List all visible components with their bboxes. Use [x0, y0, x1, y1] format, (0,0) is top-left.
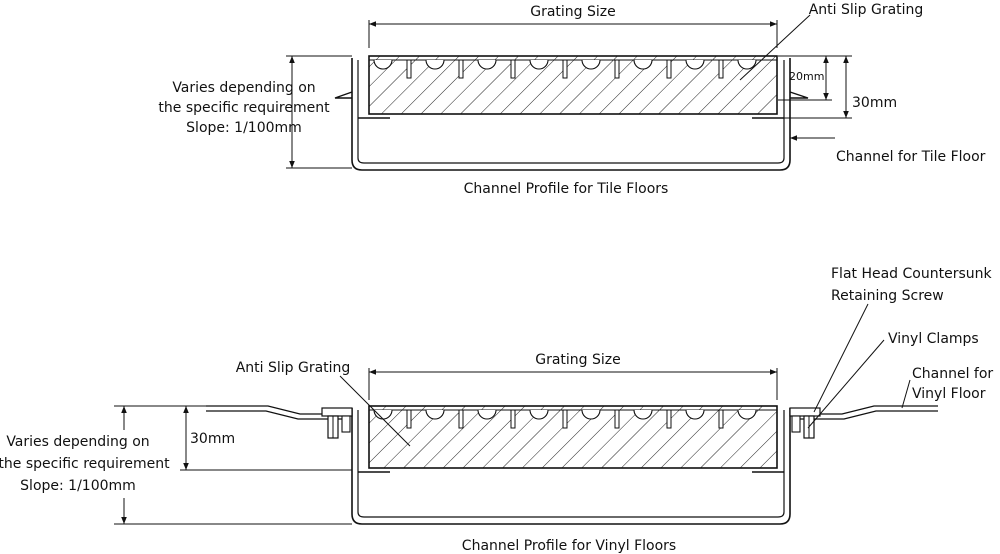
grating-bar — [406, 59, 412, 79]
grating-bar — [718, 409, 724, 429]
grating-bump — [685, 409, 705, 420]
grating-bump — [581, 59, 601, 70]
screw-leader — [813, 303, 869, 413]
screw-label-line1: Flat Head Countersunk — [831, 266, 993, 282]
tile-caption: Channel Profile for Tile Floors — [464, 181, 669, 197]
tile-slope: Slope: 1/100mm — [186, 120, 302, 136]
tile-channel-inner — [357, 60, 785, 164]
right-vinyl-clamp — [789, 407, 821, 439]
grating-bump — [633, 409, 653, 420]
grating-bar — [666, 59, 672, 79]
tile-grating-size-label: Grating Size — [530, 4, 616, 20]
grating-bump — [477, 409, 497, 420]
grating-bump — [685, 59, 705, 70]
grating-bar — [510, 409, 516, 429]
grating-bar — [614, 59, 620, 79]
grating-bar — [718, 59, 724, 79]
vinyl-channel-leader — [901, 379, 911, 409]
vinyl-channel-body — [351, 408, 791, 525]
vinyl-anti-slip-label: Anti Slip Grating — [236, 360, 351, 376]
tile-grating-profile — [373, 59, 757, 79]
vinyl-profile: Grating Size Anti Slip Grating Flat Head… — [0, 266, 993, 554]
tile-20mm-label: 20mm — [789, 70, 824, 83]
left-vinyl-clamp — [321, 407, 353, 439]
clamps-label: Vinyl Clamps — [888, 331, 979, 347]
vinyl-channel-inner — [357, 410, 785, 518]
tile-anti-slip-leader — [739, 14, 811, 81]
vinyl-varies-line1: Varies depending on — [6, 434, 149, 450]
grating-bump — [529, 59, 549, 70]
vinyl-channel-line1: Channel for — [912, 366, 993, 382]
grating-bar — [510, 59, 516, 79]
grating-bump — [477, 59, 497, 70]
tile-profile: Grating Size Anti Slip Grating 20mm 30mm… — [158, 2, 985, 197]
tile-right-lug — [789, 91, 809, 99]
vinyl-caption: Channel Profile for Vinyl Floors — [462, 538, 676, 554]
grating-bump — [425, 59, 445, 70]
grating-bump — [373, 59, 393, 70]
tile-channel-label: Channel for Tile Floor — [836, 149, 986, 165]
clamps-leader — [807, 339, 885, 429]
grating-bar — [458, 409, 464, 429]
vinyl-anti-slip-leader — [339, 375, 411, 447]
grating-bump — [737, 409, 757, 420]
grating-bump — [529, 409, 549, 420]
vinyl-grating-size-label: Grating Size — [535, 352, 621, 368]
grating-bump — [737, 59, 757, 70]
tile-anti-slip-label: Anti Slip Grating — [809, 2, 924, 18]
grating-bump — [633, 59, 653, 70]
vinyl-slope: Slope: 1/100mm — [20, 478, 136, 494]
vinyl-30mm-label: 30mm — [190, 431, 235, 447]
tile-varies-line1: Varies depending on — [172, 80, 315, 96]
grating-bump — [581, 409, 601, 420]
vinyl-channel-line2: Vinyl Floor — [912, 386, 986, 402]
grating-bar — [562, 59, 568, 79]
tile-30mm-label: 30mm — [852, 95, 897, 111]
grating-bar — [562, 409, 568, 429]
grating-bar — [666, 409, 672, 429]
grating-bump — [425, 409, 445, 420]
grating-bar — [458, 59, 464, 79]
tile-channel-body — [351, 58, 791, 171]
screw-label-line2: Retaining Screw — [831, 288, 944, 304]
tile-left-lug — [334, 91, 353, 99]
tile-varies-line2: the specific requirement — [158, 100, 330, 116]
vinyl-varies-line2: the specific requirement — [0, 456, 170, 472]
grating-bar — [406, 409, 412, 429]
grating-bar — [614, 409, 620, 429]
vinyl-grating-profile — [373, 409, 757, 429]
